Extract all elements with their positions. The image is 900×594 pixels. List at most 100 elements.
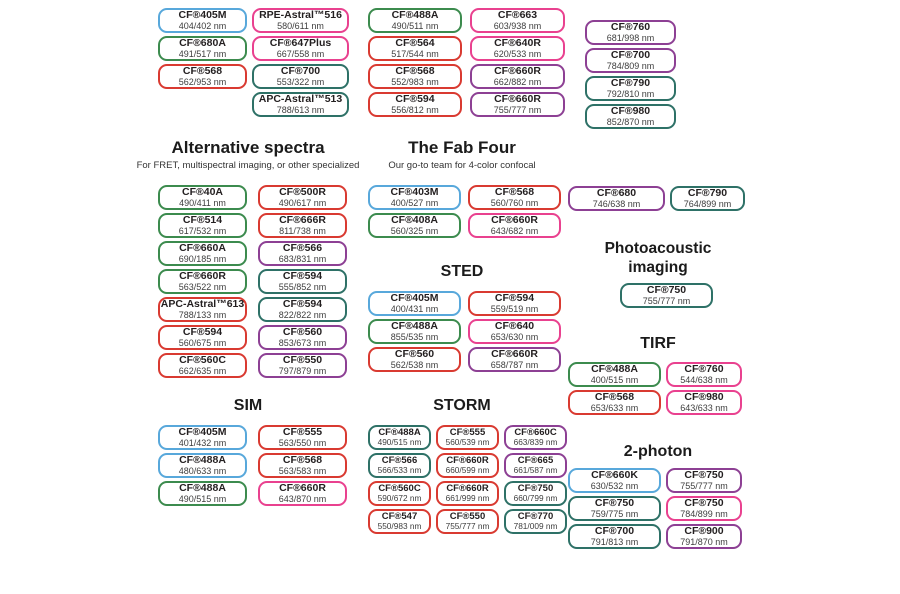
dye-name: CF®680 xyxy=(596,186,637,199)
dye-name: CF®547 xyxy=(381,510,418,522)
dye-wavelengths: 755/777 nm xyxy=(642,296,691,307)
dye-name: CF®980 xyxy=(684,390,724,403)
dye-wavelengths: 784/809 nm xyxy=(606,61,655,72)
dye-wavelengths: 560/675 nm xyxy=(178,338,227,349)
dye-wavelengths: 755/777 nm xyxy=(680,481,728,492)
dye-wavelengths: 400/515 nm xyxy=(590,375,639,386)
dye-name: CF®405M xyxy=(178,8,227,21)
dye-name: CF®488A xyxy=(378,426,421,438)
dye-wavelengths: 658/787 nm xyxy=(490,360,539,371)
dye-name: CF®660A xyxy=(179,241,226,254)
dye-wavelengths: 822/822 nm xyxy=(278,310,327,321)
dye-name: CF®403M xyxy=(390,185,439,198)
dye-name: CF®568 xyxy=(594,390,635,403)
dye-name: CF®647Plus xyxy=(269,36,332,49)
dye-wavelengths: 811/738 nm xyxy=(279,226,326,237)
dye-name: CF®660C xyxy=(514,426,557,438)
dye-name: CF®568 xyxy=(494,185,535,198)
dye-name: CF®660R xyxy=(494,92,541,105)
dye-name: CF®680A xyxy=(179,36,226,49)
dye-name: CF®568 xyxy=(282,453,323,466)
dye-wavelengths: 653/630 nm xyxy=(490,332,539,343)
dye-wavelengths: 791/870 nm xyxy=(680,537,728,548)
dye-wavelengths: 580/611 nm xyxy=(277,21,324,32)
dye-name: CF®566 xyxy=(381,454,418,466)
dye-name: CF®660R xyxy=(491,347,538,360)
dye-wavelengths: 590/672 nm xyxy=(377,493,422,504)
dye-name: CF®980 xyxy=(610,104,651,117)
dye-name: CF®560 xyxy=(394,347,435,360)
dye-wavelengths: 490/617 nm xyxy=(278,198,327,209)
dye-name: APC-Astral™513 xyxy=(258,92,343,105)
dye-wavelengths: 755/777 nm xyxy=(493,105,542,116)
dye-name: CF®488A xyxy=(179,453,226,466)
dye-wavelengths: 661/999 nm xyxy=(445,493,490,504)
dye-name: CF®760 xyxy=(610,20,651,33)
dye-name: CF®550 xyxy=(282,353,323,366)
dye-name: CF®594 xyxy=(395,92,435,105)
dye-name: CF®568 xyxy=(182,64,223,77)
dye-name: CF®700 xyxy=(610,48,651,61)
dye-name: CF®750 xyxy=(684,468,724,481)
dye-wavelengths: 746/638 nm xyxy=(592,199,641,210)
dye-wavelengths: 755/777 nm xyxy=(445,521,490,532)
dye-name: RPE-Astral™516 xyxy=(259,8,342,21)
photoacoustic-title-line1: Photoacoustic xyxy=(604,240,712,257)
dye-name: CF®663 xyxy=(497,8,538,21)
dye-wavelengths: 784/899 nm xyxy=(680,509,728,520)
dye-wavelengths: 555/852 nm xyxy=(278,282,327,293)
dye-wavelengths: 617/532 nm xyxy=(178,226,227,237)
dye-name: CF®566 xyxy=(282,241,323,254)
dye-name: CF®660R xyxy=(494,64,541,77)
dye-name: CF®40A xyxy=(182,185,223,198)
dye-wavelengths: 603/938 nm xyxy=(493,21,542,32)
dye-wavelengths: 764/899 nm xyxy=(683,199,732,210)
dye-wavelengths: 400/431 nm xyxy=(390,304,439,315)
dye-name: CF®514 xyxy=(182,213,223,226)
dye-name: CF®564 xyxy=(395,36,435,49)
dye-name: CF®594 xyxy=(182,325,223,338)
dye-name: CF®665 xyxy=(517,454,554,466)
dye-name: CF®640R xyxy=(494,36,541,49)
